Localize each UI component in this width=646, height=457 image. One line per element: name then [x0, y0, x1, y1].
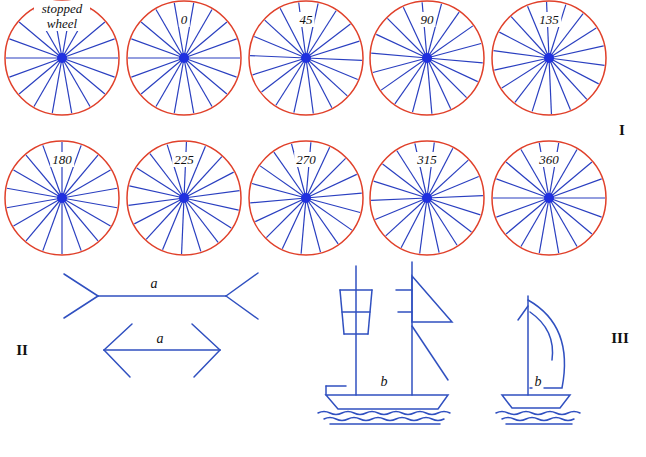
one-mast-ship: [496, 296, 580, 424]
angle-label: 0: [179, 12, 190, 27]
angle-label: 315: [415, 152, 439, 167]
angle-label: 270: [294, 152, 318, 167]
angle-label: 135: [537, 12, 561, 27]
wheel-frame: 225: [126, 140, 242, 256]
panel-number: III: [609, 330, 631, 347]
hull-label: b: [533, 374, 544, 389]
angle-label: 225: [172, 152, 196, 167]
angle-label: 180: [50, 152, 74, 167]
wheel-frame: 315: [369, 140, 485, 256]
panel-number: II: [14, 342, 30, 359]
panel-number: I: [617, 122, 627, 139]
segment-label: a: [155, 331, 166, 346]
wheel-frame: 45: [248, 0, 364, 116]
wheel-frame: 135: [491, 0, 607, 116]
wheel-frame: 360: [491, 140, 607, 256]
hull-label: b: [379, 374, 390, 389]
wheel-frame: 0: [126, 0, 242, 116]
wheel-frame: 270: [248, 140, 364, 256]
wheel-frame: 90: [369, 0, 485, 116]
two-mast-ship: [318, 262, 452, 424]
muller-lyer-inward: [104, 324, 220, 377]
angle-label: 90: [419, 12, 436, 27]
segment-label: a: [149, 276, 160, 291]
wheel-frame: 180: [4, 140, 120, 256]
angle-label: 45: [298, 12, 315, 27]
angle-label: 360: [537, 152, 561, 167]
muller-lyer-outward: [64, 273, 258, 319]
frame-caption: stopped wheel: [34, 1, 90, 31]
wheel-frame: stopped wheel: [4, 0, 120, 116]
